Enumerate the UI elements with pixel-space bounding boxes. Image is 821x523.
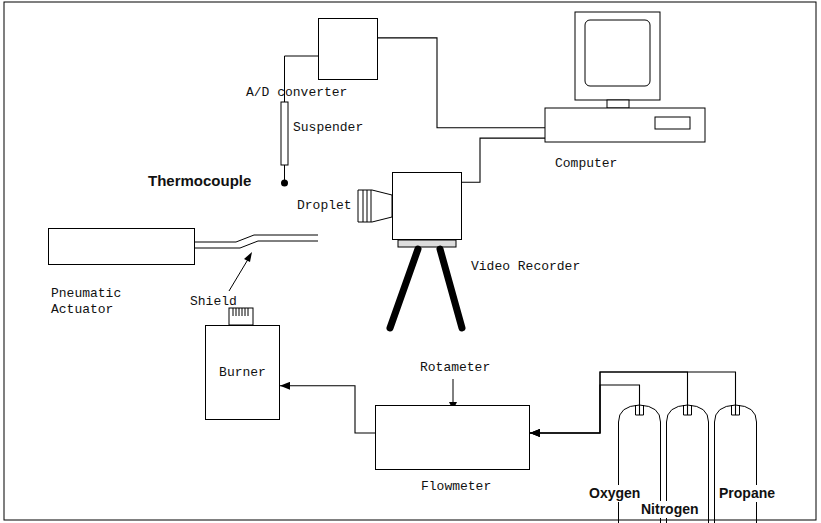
leader-line bbox=[229, 256, 250, 291]
node-label: Burner bbox=[219, 365, 266, 381]
pipe-connector bbox=[462, 138, 545, 182]
cpu-case bbox=[545, 108, 705, 142]
drive-slot bbox=[655, 117, 690, 129]
cylinder-outline bbox=[715, 405, 757, 523]
node-caption: Pneumatic Actuator bbox=[51, 286, 131, 317]
gas-cylinder: Nitrogen bbox=[666, 415, 709, 523]
droplet-dot bbox=[281, 180, 288, 187]
shield-rod bbox=[195, 235, 318, 248]
computer-icon: Computer bbox=[545, 12, 705, 142]
monitor-screen bbox=[585, 20, 650, 86]
pipe-connector bbox=[530, 372, 736, 433]
camera-lens bbox=[358, 190, 392, 222]
flowmeter-box: Flowmeter bbox=[375, 405, 530, 470]
node-caption: Computer bbox=[555, 156, 617, 172]
part-label: Thermocouple bbox=[148, 172, 251, 190]
node-caption: Oxygen bbox=[588, 485, 641, 502]
leader-line bbox=[453, 379, 454, 405]
pipe-connector bbox=[530, 372, 688, 433]
part-label: Droplet bbox=[297, 198, 352, 214]
node-caption: Nitrogen bbox=[640, 501, 700, 518]
lens-ridges bbox=[363, 190, 371, 222]
camera-base bbox=[398, 240, 456, 247]
suspender-fiber bbox=[284, 165, 285, 180]
monitor bbox=[575, 12, 660, 100]
pipe-connector bbox=[378, 38, 545, 128]
suspender-rod bbox=[281, 102, 288, 165]
node-caption: A/D converter bbox=[246, 85, 347, 101]
camera-body: Video Recorder bbox=[392, 172, 462, 240]
pipe-connector bbox=[280, 386, 375, 433]
burner-box: Burner bbox=[205, 325, 280, 420]
part-label: Suspender bbox=[293, 120, 363, 136]
part-label: Shield bbox=[190, 294, 237, 310]
monitor-stand bbox=[607, 100, 629, 108]
node-caption: Video Recorder bbox=[471, 259, 580, 275]
gas-cylinder: Propane bbox=[714, 415, 757, 523]
node-caption: Flowmeter bbox=[421, 479, 491, 495]
converter-box: A/D converter bbox=[318, 18, 378, 80]
knob-ridges bbox=[233, 308, 248, 316]
tripod-legs bbox=[390, 249, 462, 328]
burner-knob bbox=[229, 308, 253, 325]
pipe-connector bbox=[530, 385, 640, 433]
actuator-box: Pneumatic Actuator bbox=[48, 228, 195, 265]
frame bbox=[4, 2, 816, 520]
node-caption: Propane bbox=[718, 485, 776, 502]
part-label: Rotameter bbox=[420, 360, 490, 376]
leader-head bbox=[244, 252, 252, 262]
